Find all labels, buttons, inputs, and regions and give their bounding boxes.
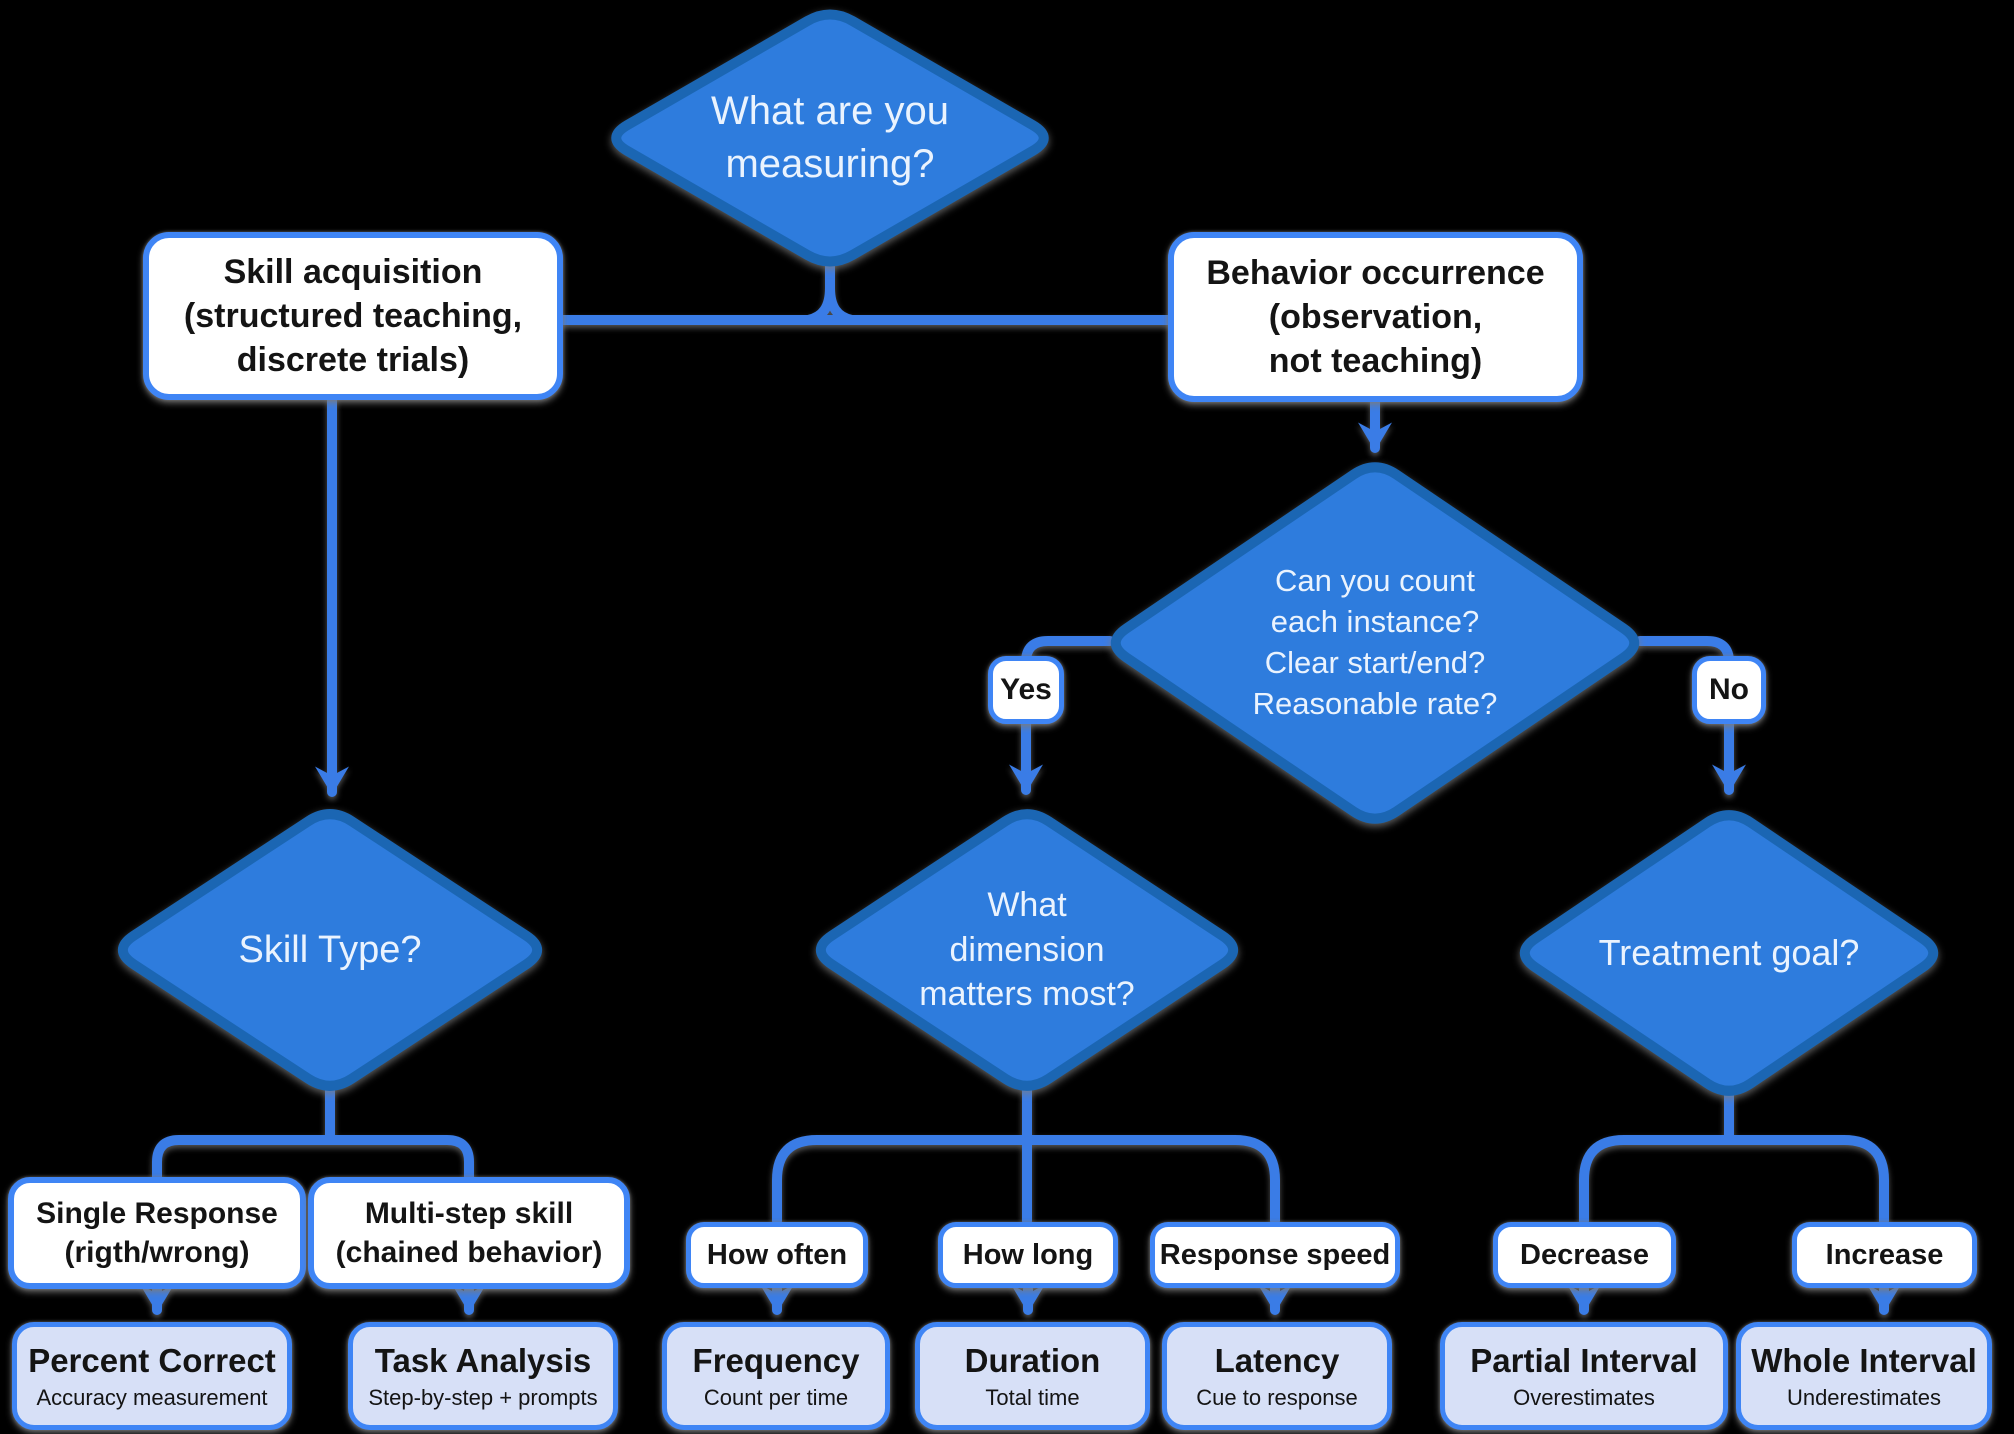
- decision-skill-type: Skill Type?: [100, 795, 560, 1105]
- outcome-title: Partial Interval: [1470, 1341, 1698, 1379]
- option-text-line: not teaching): [1268, 342, 1483, 381]
- outcome-task-analysis: Task Analysis Step-by-step + prompts: [348, 1322, 618, 1430]
- decision-text: Skill Type?: [100, 795, 560, 1105]
- label-text: Decrease: [1520, 1238, 1649, 1271]
- option-text-line: Single Response: [36, 1197, 278, 1230]
- decision-text-line: each instance?: [1270, 604, 1480, 640]
- decision-what-are-you-measuring: What are you measuring?: [593, 0, 1067, 280]
- option-skill-acquisition: Skill acquisition (structured teaching, …: [143, 232, 563, 400]
- option-multi-step-skill: Multi-step skill (chained behavior): [308, 1177, 630, 1289]
- label-text: Response speed: [1159, 1238, 1391, 1271]
- outcome-subtitle: Underestimates: [1786, 1384, 1942, 1410]
- option-text-line: Skill acquisition: [223, 252, 483, 291]
- decision-text-line: Reasonable rate?: [1252, 685, 1498, 721]
- outcome-title: Duration: [964, 1341, 1101, 1379]
- label-yes: Yes: [988, 656, 1064, 724]
- decision-text-line: measuring?: [725, 142, 935, 186]
- outcome-title: Frequency: [692, 1341, 860, 1379]
- label-how-long: How long: [938, 1222, 1118, 1288]
- decision-text-line: Clear start/end?: [1264, 645, 1486, 680]
- decision-text-line: Treatment goal?: [1598, 932, 1860, 974]
- decision-text-line: Can you count: [1275, 563, 1475, 599]
- decision-text: What dimension matters most?: [798, 795, 1256, 1105]
- decision-text: Can you count each instance? Clear start…: [1093, 448, 1657, 838]
- option-text-line: (rigth/wrong): [64, 1236, 250, 1269]
- diamond-shape: [1110, 462, 1640, 824]
- outcome-latency: Latency Cue to response: [1162, 1322, 1392, 1430]
- option-text-line: (chained behavior): [335, 1236, 603, 1269]
- label-no: No: [1692, 656, 1766, 724]
- outcome-subtitle: Count per time: [703, 1384, 849, 1410]
- label-how-often: How often: [686, 1222, 868, 1288]
- option-text-line: (structured teaching,: [183, 296, 523, 335]
- decision-text-line: Skill Type?: [238, 928, 422, 971]
- diamond-shape: [117, 809, 543, 1091]
- label-increase: Increase: [1792, 1222, 1977, 1288]
- outcome-whole-interval: Whole Interval Underestimates: [1736, 1322, 1992, 1430]
- outcome-title: Percent Correct: [28, 1341, 276, 1379]
- decision-text-line: dimension: [949, 930, 1105, 969]
- option-text-line: (observation,: [1268, 297, 1483, 336]
- diamond-shape: [815, 809, 1239, 1091]
- edge-treatment-split: [1579, 1135, 1889, 1226]
- outcome-duration: Duration Total time: [915, 1322, 1150, 1430]
- option-behavior-occurrence: Behavior occurrence (observation, not te…: [1168, 232, 1583, 402]
- diamond-shape: [611, 9, 1049, 267]
- label-text: Yes: [1000, 673, 1052, 706]
- outcome-subtitle: Step-by-step + prompts: [368, 1384, 598, 1410]
- label-text: No: [1709, 673, 1749, 706]
- decision-can-you-count: Can you count each instance? Clear start…: [1093, 448, 1657, 838]
- option-text-line: discrete trials): [236, 341, 470, 380]
- outcome-partial-interval: Partial Interval Overestimates: [1440, 1322, 1728, 1430]
- decision-text-line: matters most?: [919, 975, 1135, 1014]
- outcome-subtitle: Accuracy measurement: [36, 1384, 268, 1410]
- option-text-line: Multi-step skill: [364, 1197, 574, 1230]
- label-text: How long: [962, 1238, 1094, 1271]
- label-response-speed: Response speed: [1150, 1222, 1400, 1288]
- edge-dimension-split: [772, 1135, 1280, 1226]
- decision-text-line: What: [987, 885, 1067, 924]
- outcome-subtitle: Overestimates: [1513, 1384, 1655, 1410]
- outcome-title: Whole Interval: [1751, 1341, 1977, 1379]
- option-text-line: Behavior occurrence: [1206, 253, 1545, 292]
- diamond-shape: [1519, 810, 1939, 1096]
- decision-text-line: What are you: [711, 89, 949, 134]
- decision-treatment-goal: Treatment goal?: [1502, 796, 1956, 1110]
- outcome-subtitle: Total time: [985, 1384, 1080, 1410]
- label-text: How often: [706, 1238, 848, 1271]
- decision-what-dimension: What dimension matters most?: [798, 795, 1256, 1105]
- decision-text: What are you measuring?: [593, 0, 1067, 280]
- edge-skilltype-split: [152, 1135, 474, 1183]
- outcome-title: Task Analysis: [374, 1341, 592, 1379]
- label-decrease: Decrease: [1493, 1222, 1676, 1288]
- outcome-title: Latency: [1214, 1341, 1340, 1379]
- outcome-percent-correct: Percent Correct Accuracy measurement: [12, 1322, 292, 1430]
- option-single-response: Single Response (rigth/wrong): [8, 1177, 306, 1289]
- outcome-frequency: Frequency Count per time: [662, 1322, 890, 1430]
- label-text: Increase: [1825, 1238, 1944, 1271]
- outcome-subtitle: Cue to response: [1196, 1384, 1358, 1410]
- decision-text: Treatment goal?: [1502, 796, 1956, 1110]
